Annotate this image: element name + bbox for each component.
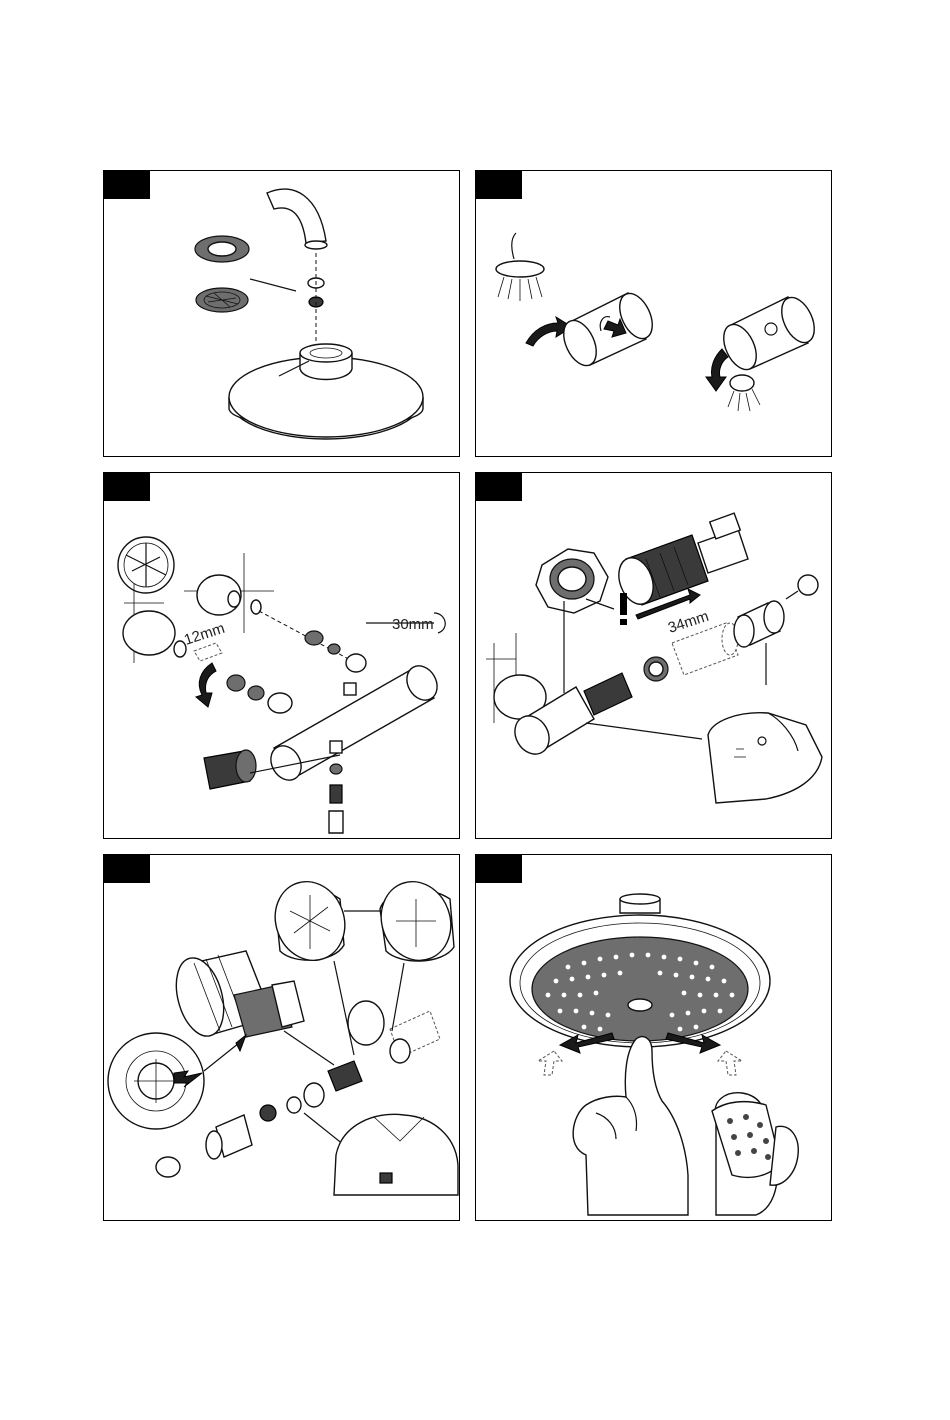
panel-5-cartridge-detail xyxy=(103,854,460,1221)
panel-2-handle-orientation xyxy=(475,170,832,457)
exclamation-icon xyxy=(620,593,627,625)
illustration-thermostat-cartridge: 34mm xyxy=(476,473,832,839)
label-30mm: 30mm xyxy=(392,616,434,633)
label-12mm: 12mm xyxy=(182,620,227,649)
illustration-shower-head-filter xyxy=(104,171,460,457)
panel-3-fitting-wrench-sizes: 12mm 30mm xyxy=(103,472,460,839)
illustration-fitting-assembly: 12mm 30mm xyxy=(104,473,460,839)
illustration-handle-orientation xyxy=(476,171,832,457)
illustration-cartridge-detail xyxy=(104,855,460,1221)
panel-4-cartridge-34mm: 34mm xyxy=(475,472,832,839)
panel-6-cleaning-nozzles xyxy=(475,854,832,1221)
illustration-cleaning-nozzles xyxy=(476,855,832,1221)
panel-1-shower-head-filter xyxy=(103,170,460,457)
